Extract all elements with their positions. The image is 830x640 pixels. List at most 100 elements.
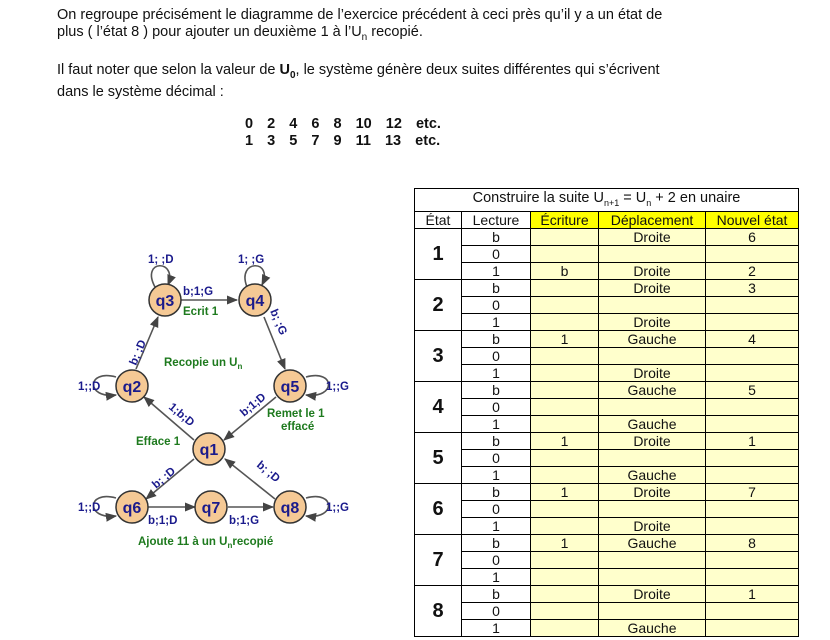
nouvel-etat-cell — [705, 500, 799, 518]
intro-line-3: Il faut noter que selon la valeur de U0,… — [57, 62, 757, 84]
state-number: 6 — [414, 483, 462, 535]
state-number: 8 — [414, 585, 462, 637]
lecture-cell: 0 — [461, 449, 531, 467]
edge-q1-q6 — [145, 458, 195, 500]
nouvel-etat-cell — [705, 313, 799, 331]
state-q2-label: q2 — [123, 379, 142, 396]
edge-q4-q5 — [263, 316, 286, 371]
lecture-cell: 1 — [461, 313, 531, 331]
title-text: Construire la suite U — [472, 189, 604, 206]
header-ecriture: Écriture — [530, 211, 599, 229]
nouvel-etat-cell — [705, 398, 799, 416]
lecture-cell: 1 — [461, 568, 531, 586]
ecriture-cell — [530, 347, 599, 365]
nouvel-etat-cell — [705, 245, 799, 263]
ecriture-cell — [530, 449, 599, 467]
nouvel-etat-cell — [705, 517, 799, 535]
lecture-cell: 0 — [461, 245, 531, 263]
loop-q4 — [244, 264, 271, 288]
header-lecture: Lecture — [461, 211, 531, 229]
lecture-cell: 0 — [461, 500, 531, 518]
label-ajoute-text: Ajoute 11 à un U — [138, 536, 227, 548]
deplacement-cell: Droite — [598, 517, 706, 535]
nouvel-etat-cell: 4 — [705, 330, 799, 348]
state-q6-label: q6 — [123, 500, 142, 517]
lecture-cell: b — [461, 279, 531, 297]
lecture-cell: b — [461, 228, 531, 246]
loop-q8 — [304, 495, 330, 522]
intro-paragraph-1: On regroupe précisément le diagramme de … — [57, 7, 757, 46]
intro-line-3-end: , le système génère deux suites différen… — [295, 62, 660, 78]
deplacement-cell: Droite — [598, 432, 706, 450]
deplacement-cell: Droite — [598, 279, 706, 297]
transition-table: Construire la suite Un+1 = Un + 2 en una… — [414, 188, 799, 637]
lecture-cell: 1 — [461, 364, 531, 382]
loop-q3 — [150, 264, 176, 288]
nouvel-etat-cell: 8 — [705, 534, 799, 552]
state-number: 1 — [414, 228, 462, 280]
ecriture-cell — [530, 228, 599, 246]
lecture-cell: 1 — [461, 517, 531, 535]
nouvel-etat-cell — [705, 466, 799, 484]
label-remet-2: effacé — [281, 421, 314, 433]
intro-line-2-text: plus ( l’état 8 ) pour ajouter un deuxiè… — [57, 24, 362, 40]
ecriture-cell — [530, 415, 599, 433]
u0-sub: 0 — [289, 69, 296, 81]
deplacement-cell: Gauche — [598, 381, 706, 399]
edge-q1-q6-label: b; ;D — [150, 465, 178, 491]
table-row: 0 — [415, 500, 799, 518]
edge-q8-q1-label: b; ;D — [254, 459, 282, 485]
deplacement-cell — [598, 347, 706, 365]
deplacement-cell: Gauche — [598, 619, 706, 637]
state-q5-label: q5 — [281, 379, 300, 396]
ecriture-cell — [530, 551, 599, 569]
deplacement-cell: Droite — [598, 483, 706, 501]
ecriture-cell — [530, 364, 599, 382]
deplacement-cell — [598, 398, 706, 416]
edge-q2-q3 — [135, 315, 159, 370]
u0-symbol: U0 — [279, 62, 296, 81]
intro-paragraph-2: Il faut noter que selon la valeur de U0,… — [57, 62, 757, 101]
deplacement-cell — [598, 245, 706, 263]
deplacement-cell: Gauche — [598, 466, 706, 484]
edge-q8-q1 — [224, 458, 276, 500]
loop-q8-label: 1;;G — [326, 502, 349, 514]
ecriture-cell — [530, 619, 599, 637]
deplacement-cell — [598, 602, 706, 620]
sequence-even: 0 2 4 6 8 10 12 etc. — [245, 116, 441, 132]
deplacement-cell — [598, 568, 706, 586]
label-efface-1: Efface 1 — [136, 436, 181, 448]
lecture-cell: b — [461, 432, 531, 450]
lecture-cell: 1 — [461, 415, 531, 433]
table-row: 0 — [415, 602, 799, 620]
label-recopie-text: Recopie un U — [164, 357, 237, 369]
title-end: + 2 en unaire — [651, 189, 741, 206]
ecriture-cell: 1 — [530, 534, 599, 552]
deplacement-cell: Droite — [598, 364, 706, 382]
lecture-cell: b — [461, 534, 531, 552]
nouvel-etat-cell — [705, 347, 799, 365]
table-title: Construire la suite Un+1 = Un + 2 en una… — [414, 188, 799, 212]
loop-q2-label: 1;;D — [78, 381, 100, 393]
loop-q6 — [92, 495, 118, 522]
lecture-cell: 1 — [461, 262, 531, 280]
nouvel-etat-cell: 7 — [705, 483, 799, 501]
state-q1-node — [192, 432, 226, 466]
title-sub-2: n — [646, 197, 652, 208]
label-recopie: Recopie un Un — [164, 357, 242, 371]
lecture-cell: b — [461, 330, 531, 348]
deplacement-cell — [598, 296, 706, 314]
deplacement-cell — [598, 551, 706, 569]
state-number: 7 — [414, 534, 462, 586]
state-q7-node — [194, 490, 228, 524]
state-q1-label: q1 — [200, 442, 219, 459]
edge-q2-q3-label: b; ;D — [128, 338, 149, 367]
label-ajoute-end: recopié — [232, 536, 273, 548]
